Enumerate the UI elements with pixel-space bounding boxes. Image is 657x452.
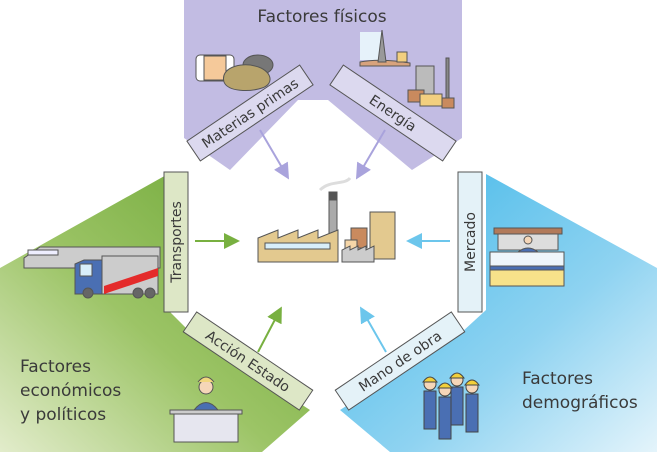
factor-tag-mercado: Mercado bbox=[457, 171, 483, 313]
official-desk-icon bbox=[169, 376, 243, 443]
arrow-materias-primas bbox=[259, 129, 290, 180]
group-title-economicos: Factores económicos y políticos bbox=[20, 357, 127, 425]
svg-text:Mercado: Mercado bbox=[463, 212, 479, 272]
region-factores-economicos bbox=[0, 174, 310, 452]
group-title-fisicos: Factores físicos bbox=[257, 7, 386, 27]
arrow-energia bbox=[355, 129, 386, 180]
factor-tag-transportes: Transportes bbox=[163, 171, 189, 313]
market-stall-icon bbox=[489, 227, 565, 287]
power-plant-icon bbox=[359, 29, 455, 109]
workers-icon bbox=[422, 372, 480, 440]
region-factores-demograficos bbox=[340, 174, 657, 452]
svg-text:Transportes: Transportes bbox=[169, 201, 185, 284]
truck-train-icon bbox=[23, 246, 161, 299]
arrow-mano-de-obra bbox=[360, 306, 387, 353]
arrow-accion-estado bbox=[257, 306, 282, 353]
factory-icon bbox=[257, 176, 396, 263]
raw-materials-icon bbox=[195, 54, 274, 91]
group-title-demograficos: Factores demográficos bbox=[522, 369, 638, 413]
